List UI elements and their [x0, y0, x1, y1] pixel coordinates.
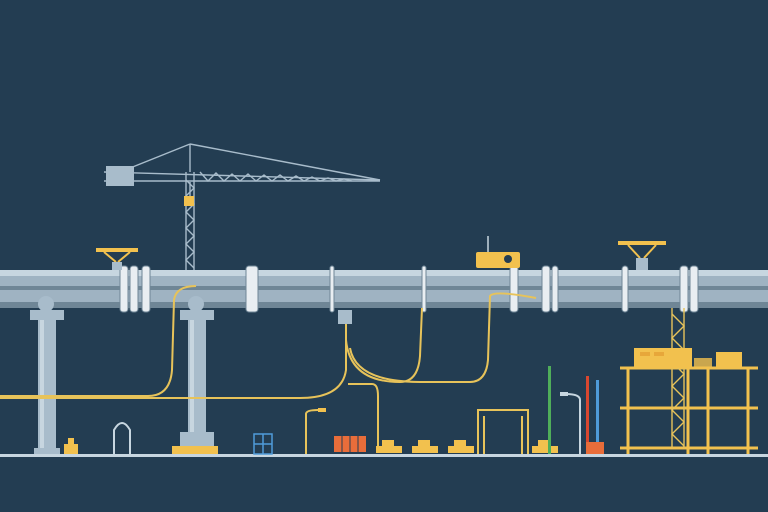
pipe-top-generator — [476, 236, 520, 268]
support-column-icon — [172, 296, 218, 456]
small-generator-icon — [64, 438, 78, 454]
lamp-post-icon — [305, 408, 326, 454]
gate-frame-icon — [477, 409, 529, 454]
container-icon — [334, 436, 366, 452]
pipe-top-antenna-right — [618, 241, 666, 270]
lamp-post-icon — [560, 392, 581, 454]
blue-marker-pole — [596, 380, 599, 446]
pipe-top-antenna-left — [96, 248, 138, 270]
crate-icon — [253, 433, 273, 455]
tower-crane-icon — [103, 143, 381, 272]
red-box-icon — [586, 442, 604, 454]
vehicle-icon — [532, 440, 558, 453]
green-marker-pole — [548, 366, 551, 454]
vehicle-icon — [376, 440, 402, 453]
vehicle-icon — [448, 440, 474, 453]
red-marker-pole — [586, 376, 589, 446]
cables — [0, 285, 537, 448]
valve-box — [338, 310, 352, 324]
scaffold-icon — [620, 308, 758, 454]
vehicle-icon — [412, 440, 438, 453]
support-column-icon — [30, 296, 64, 454]
ground-line — [0, 454, 768, 457]
arch-frame-icon — [113, 422, 131, 454]
pipeline-icon — [0, 265, 768, 313]
